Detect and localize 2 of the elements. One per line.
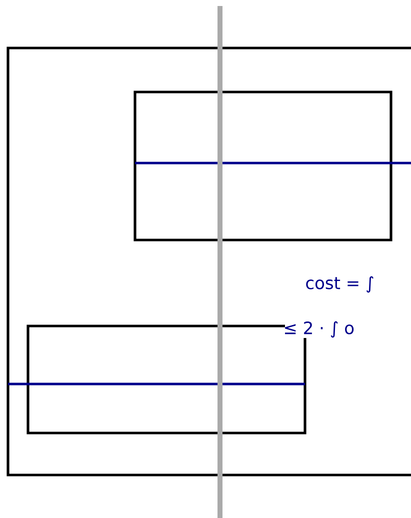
formula-label: ≤ 2 · ∫ o <box>285 321 354 338</box>
formula-label: cost = ∫ <box>306 276 374 293</box>
